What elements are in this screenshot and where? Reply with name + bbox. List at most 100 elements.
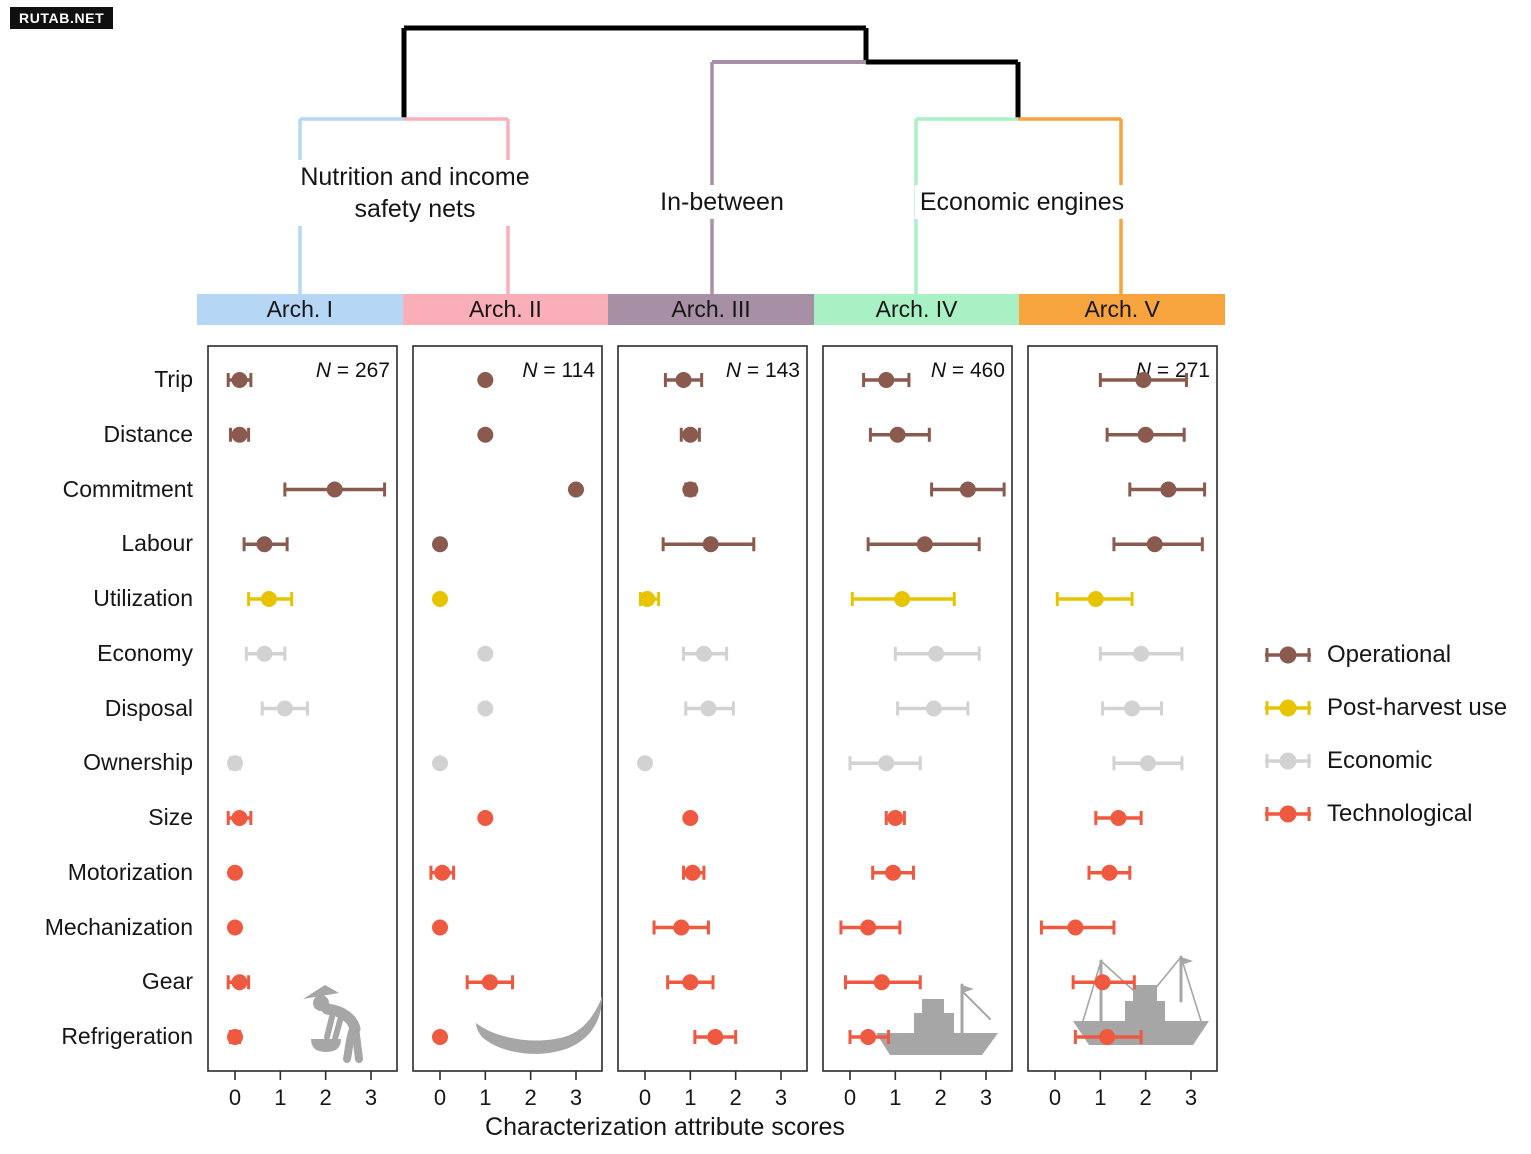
data-point-gear: [873, 974, 890, 991]
attribute-label-trip: Trip: [154, 366, 193, 392]
data-point-disposal: [700, 700, 717, 717]
attribute-label-disposal: Disposal: [104, 694, 193, 721]
data-point-disposal: [276, 700, 293, 717]
data-point-utilization: [432, 591, 448, 607]
legend-item-label: Post-harvest use: [1327, 694, 1508, 721]
x-tick-label: 3: [570, 1085, 582, 1110]
x-tick-label: 0: [434, 1085, 446, 1110]
data-point-economy: [1133, 645, 1150, 662]
data-point-motorization: [227, 864, 243, 881]
attribute-label-labour: Labour: [121, 530, 193, 557]
cluster-label-in-between: In-between: [655, 185, 789, 219]
data-point-size: [887, 810, 904, 826]
archetype-bar-3: Arch. III: [608, 294, 814, 325]
data-point-ownership: [227, 755, 243, 772]
data-point-utilization: [1087, 591, 1104, 607]
x-tick-label: 1: [684, 1085, 696, 1110]
sample-size-label: N = 143: [726, 359, 800, 382]
attribute-label-refrigeration: Refrigeration: [61, 1023, 193, 1049]
data-point-disposal: [1124, 700, 1141, 717]
data-point-commitment: [682, 481, 699, 498]
legend-item-label: Economic: [1327, 747, 1433, 774]
data-point-economy: [928, 645, 945, 662]
data-point-gear: [231, 974, 248, 991]
data-point-labour: [432, 536, 448, 553]
data-point-utilization: [639, 591, 656, 607]
data-point-ownership: [1139, 755, 1156, 772]
data-point-commitment: [567, 481, 584, 498]
data-point-gear: [1094, 974, 1111, 991]
x-tick-label: 2: [1140, 1085, 1152, 1110]
data-point-trip: [878, 372, 895, 388]
x-tick-label: 2: [730, 1085, 742, 1110]
data-point-distance: [889, 426, 906, 443]
data-point-size: [682, 810, 699, 826]
data-point-mechanization: [673, 919, 690, 936]
legend-item-technological: Technological: [1262, 800, 1507, 828]
x-tick-label: 3: [980, 1085, 992, 1110]
data-point-refrigeration: [227, 1029, 243, 1045]
attribute-label-ownership: Ownership: [83, 749, 193, 776]
attribute-label-commitment: Commitment: [62, 475, 193, 502]
x-tick-label: 3: [1185, 1085, 1197, 1110]
x-tick-label: 3: [775, 1085, 787, 1110]
archetype-bar-5: Arch. V: [1019, 294, 1225, 325]
x-tick-label: 1: [1094, 1085, 1106, 1110]
data-point-distance: [682, 426, 699, 443]
data-point-economy: [477, 645, 494, 662]
data-point-distance: [231, 426, 248, 443]
person-with-basket-silhouette-icon: [303, 985, 363, 1063]
x-axis-title: Characterization attribute scores: [485, 1113, 845, 1141]
data-point-refrigeration: [860, 1029, 877, 1045]
data-point-gear: [481, 974, 498, 991]
x-tick-label: 3: [365, 1085, 377, 1110]
x-tick-label: 2: [320, 1085, 332, 1110]
legend-marker-icon: [1265, 699, 1311, 717]
attribute-label-size: Size: [148, 804, 193, 830]
sample-size-label: N = 114: [522, 359, 595, 382]
legend-marker-icon: [1265, 752, 1311, 770]
data-point-disposal: [925, 700, 942, 717]
data-point-ownership: [432, 755, 448, 772]
data-point-commitment: [326, 481, 343, 498]
data-point-labour: [256, 536, 273, 553]
archetype-bar-1: Arch. I: [197, 294, 403, 325]
x-tick-label: 1: [274, 1085, 286, 1110]
data-point-ownership: [637, 755, 653, 772]
x-tick-label: 0: [844, 1085, 856, 1110]
data-point-trip: [675, 372, 692, 388]
attribute-label-mechanization: Mechanization: [44, 913, 193, 940]
panel-frame: [412, 345, 603, 1072]
data-point-utilization: [894, 591, 911, 607]
data-point-mechanization: [1067, 919, 1084, 936]
data-point-labour: [1146, 536, 1163, 553]
archetype-bar-4: Arch. IV: [813, 294, 1020, 325]
data-point-motorization: [434, 864, 451, 881]
data-point-trip: [477, 372, 494, 388]
data-point-motorization: [1101, 864, 1118, 881]
attribute-label-motorization: Motorization: [67, 858, 193, 885]
data-point-trip: [1135, 372, 1152, 388]
legend-item-economic: Economic: [1262, 747, 1507, 775]
legend-item-post-harvest-use: Post-harvest use: [1262, 694, 1507, 722]
data-point-labour: [702, 536, 719, 553]
legend-marker-icon: [1265, 646, 1311, 664]
data-point-utilization: [260, 591, 277, 607]
legend-item-operational: Operational: [1262, 641, 1507, 669]
data-point-motorization: [684, 864, 701, 881]
data-point-refrigeration: [432, 1029, 448, 1045]
data-point-ownership: [878, 755, 895, 772]
data-point-mechanization: [227, 919, 243, 936]
attribute-label-gear: Gear: [141, 968, 193, 995]
data-point-disposal: [477, 700, 494, 717]
x-tick-label: 1: [889, 1085, 901, 1110]
x-tick-label: 1: [479, 1085, 491, 1110]
data-point-trip: [231, 372, 248, 388]
x-tick-label: 0: [1049, 1085, 1061, 1110]
sample-size-label: N = 267: [316, 359, 390, 382]
